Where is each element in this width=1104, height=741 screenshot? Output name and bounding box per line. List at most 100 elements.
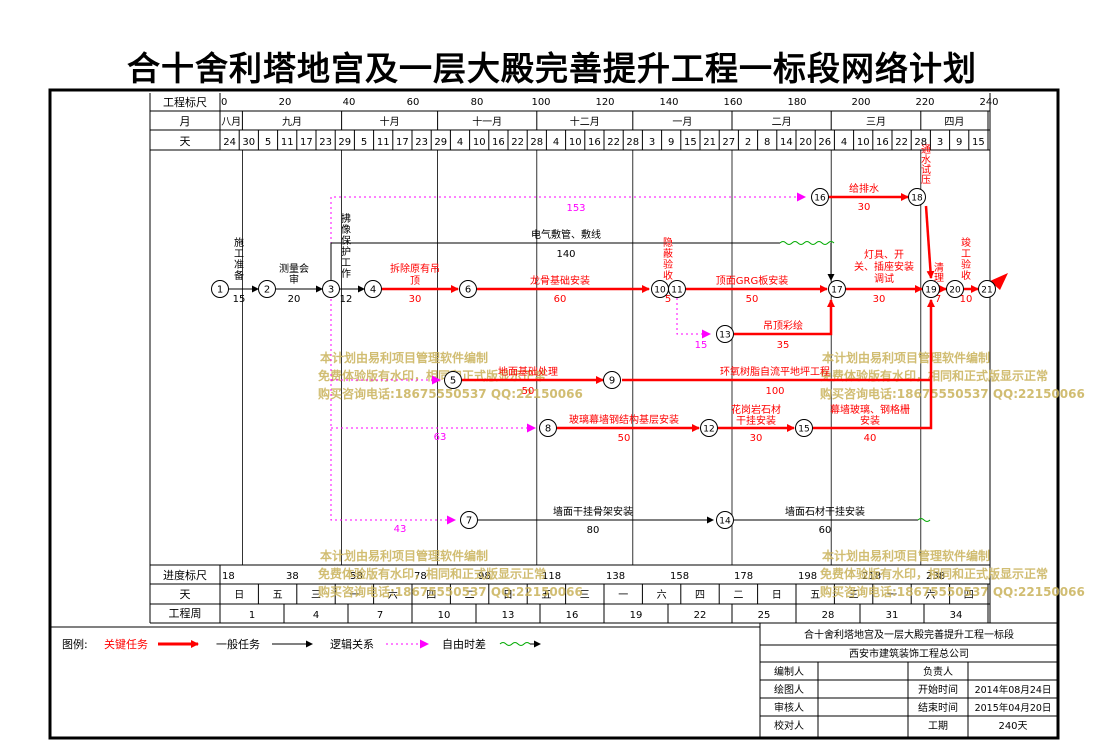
task-duration: 30 [858,202,871,213]
node-19: 19 [922,280,940,298]
week-cell: 16 [566,610,579,621]
month-cell: 九月 [282,116,302,128]
week-cell: 7 [377,610,383,621]
day-cell: 29 [434,137,447,148]
svg-text:1: 1 [217,285,223,296]
progress-tick: 98 [478,571,491,582]
task-label: 墙面石材干挂安装 [785,505,865,518]
task-duration: 7 [935,294,941,305]
node-13: 13 [716,325,734,343]
week-cell: 19 [630,610,643,621]
svg-text:4: 4 [370,285,376,296]
month-cell: 十二月 [570,115,600,128]
task-duration: 5 [665,294,671,305]
day-cell: 11 [281,137,294,148]
progress-tick: 198 [798,571,817,582]
weekday-cell: 六 [925,589,935,601]
weekday-cell: 五 [541,590,551,601]
task-label: 墙面干挂骨架安装 [553,505,633,518]
task-label-vertical: 隐蔽验收 [663,237,673,282]
day-row-label: 天 [180,135,191,148]
day-cell: 10 [857,137,870,148]
legend-float-wave [499,642,531,646]
watermark-line: 购买咨询电话:18675550537 QQ:22150066 [820,386,1085,401]
task-label-vertical: 施工准备 [234,236,244,282]
week-cell: 22 [694,610,707,621]
float-line-7 [330,289,456,525]
scale-tick: 80 [471,97,484,108]
wave-line [779,241,835,245]
month-cell: 四月 [944,116,964,128]
scale-tick: 100 [531,97,550,108]
node-6: 6 [459,280,477,298]
day-cell: 22 [895,137,908,148]
week-cell: 31 [886,610,899,621]
node-11: 11 [668,280,686,298]
info-company: 西安市建筑装饰工程总公司 [849,647,969,660]
weekday-cell: 四 [426,590,436,601]
weekday-cell: 三 [580,590,590,601]
svg-text:8: 8 [545,424,551,435]
weekday-cell: 一 [618,590,628,601]
float-label: 63 [434,432,447,443]
task-label-vertical: 通水试压 [921,144,931,186]
svg-text:21: 21 [981,286,992,296]
weekday-cell: 二 [733,590,743,601]
weekday-cell: 一 [349,590,359,601]
task-duration: 50 [618,433,631,444]
legend-label: 图例: [62,637,88,651]
day-cell: 8 [764,137,770,148]
month-cell: 一月 [672,116,692,128]
scale-label: 工程标尺 [163,95,207,109]
weekday-cell: 三 [849,590,859,601]
info-duration-value: 240天 [998,721,1027,732]
svg-text:10: 10 [654,286,666,296]
weekday-cell: 四 [695,590,705,601]
weekday-cell: 五 [810,590,820,601]
day-cell: 17 [300,137,313,148]
outer-frame [48,88,1060,740]
day-cell: 5 [265,137,271,148]
node-9: 9 [603,371,621,389]
day-cell: 23 [319,137,332,148]
svg-text:2: 2 [264,285,270,296]
day-cell: 16 [876,137,889,148]
watermark-line: 免费体验版有水印，相同和正式版显示正常 [820,566,1048,581]
info-drawer-label: 绘图人 [774,683,804,696]
task-duration: 30 [750,433,763,444]
task-label: 拆除原有吊顶 [390,262,440,287]
watermark-line: 本计划由易利项目管理软件编制 [822,350,990,365]
task-label: 花岗岩石材干挂安装 [731,403,781,427]
svg-text:19: 19 [925,286,937,296]
day-cell: 4 [841,137,847,148]
scale-tick: 240 [979,97,998,108]
day-cell: 26 [818,137,831,148]
legend-logic-label: 逻辑关系 [330,637,374,651]
progress-tick: 58 [350,571,363,582]
progress-tick: 218 [862,571,881,582]
node-17: 17 [828,280,846,298]
task-duration: 40 [864,433,877,444]
day-cell: 27 [722,137,735,148]
arrow-18-19 [924,205,935,279]
weekday-cell: 二 [465,590,475,601]
scale-tick: 60 [407,97,420,108]
task-duration: 12 [340,294,353,305]
weekday-row-label: 天 [180,588,191,601]
month-cell: 二月 [772,116,792,128]
task-duration: 10 [960,294,973,305]
day-cell: 5 [361,137,367,148]
arrow-15-19 [813,299,935,430]
progress-row-label: 进度标尺 [163,568,207,582]
week-cell: 28 [822,610,835,621]
info-checker-label: 校对人 [774,719,804,732]
legend-critical-label: 关键任务 [104,637,148,651]
task-label: 测量会审 [279,262,309,286]
svg-text:16: 16 [814,194,826,204]
month-cell: 十月 [380,115,400,128]
day-cell: 30 [242,137,255,148]
scale-tick: 220 [915,97,934,108]
weekday-cell: 一 [887,590,897,601]
day-cell: 24 [223,137,236,148]
